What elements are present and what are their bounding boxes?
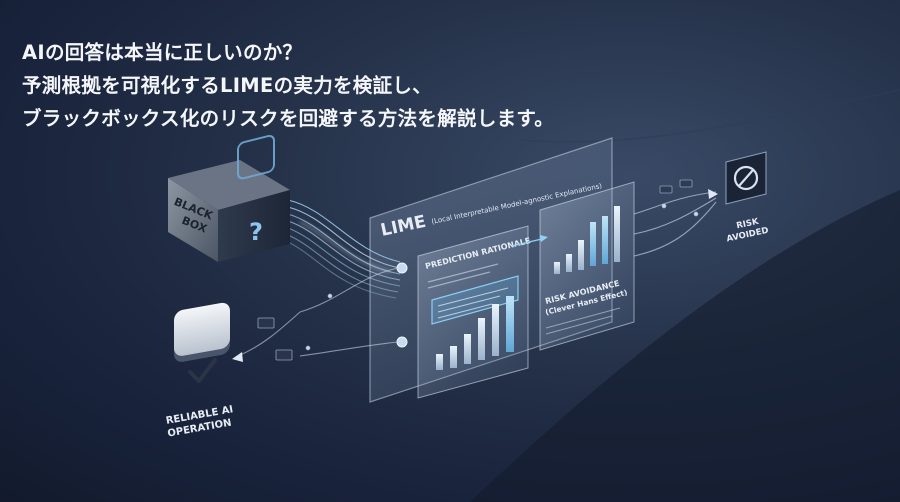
risk-avoided-label-1: RISK [736, 217, 760, 232]
headline: AIの回答は本当に正しいのか？ 予測根拠を可視化するLIMEの実力を検証し、 ブ… [22, 36, 554, 135]
prediction-bar-chart [436, 296, 514, 370]
background-curve [470, 190, 900, 502]
risk-avoided-badge: RISK AVOIDED [725, 151, 770, 244]
flow-lines-right [633, 191, 717, 257]
mini-doc-icons-left [257, 317, 293, 361]
prediction-rationale-card: PREDICTION RATIONALE [417, 225, 531, 399]
black-box-cube: BLACK BOX ? [168, 134, 290, 262]
flow-lines-left [237, 267, 399, 357]
headline-line-2: 予測根拠を可視化するLIMEの実力を検証し、 [22, 74, 433, 97]
flow-arrow-right [708, 189, 718, 199]
question-mark-icon: ? [249, 218, 263, 246]
risk-avoidance-card: RISK AVOIDANCE (Clever Hans Effect) [539, 181, 635, 351]
risk-bar-chart [554, 206, 620, 274]
headline-line-3: ブラックボックス化のリスクを回避する方法を解説します。 [22, 107, 555, 130]
flow-arrow-left [232, 352, 243, 362]
reliable-ai-tile: RELIABLE AI OPERATION [165, 302, 234, 440]
card-arrow [511, 235, 548, 247]
mini-doc-icons-right [659, 179, 693, 194]
checkmark-icon [188, 358, 217, 383]
headline-line-1: AIの回答は本当に正しいのか？ [22, 41, 303, 64]
prohibition-icon [733, 165, 759, 191]
